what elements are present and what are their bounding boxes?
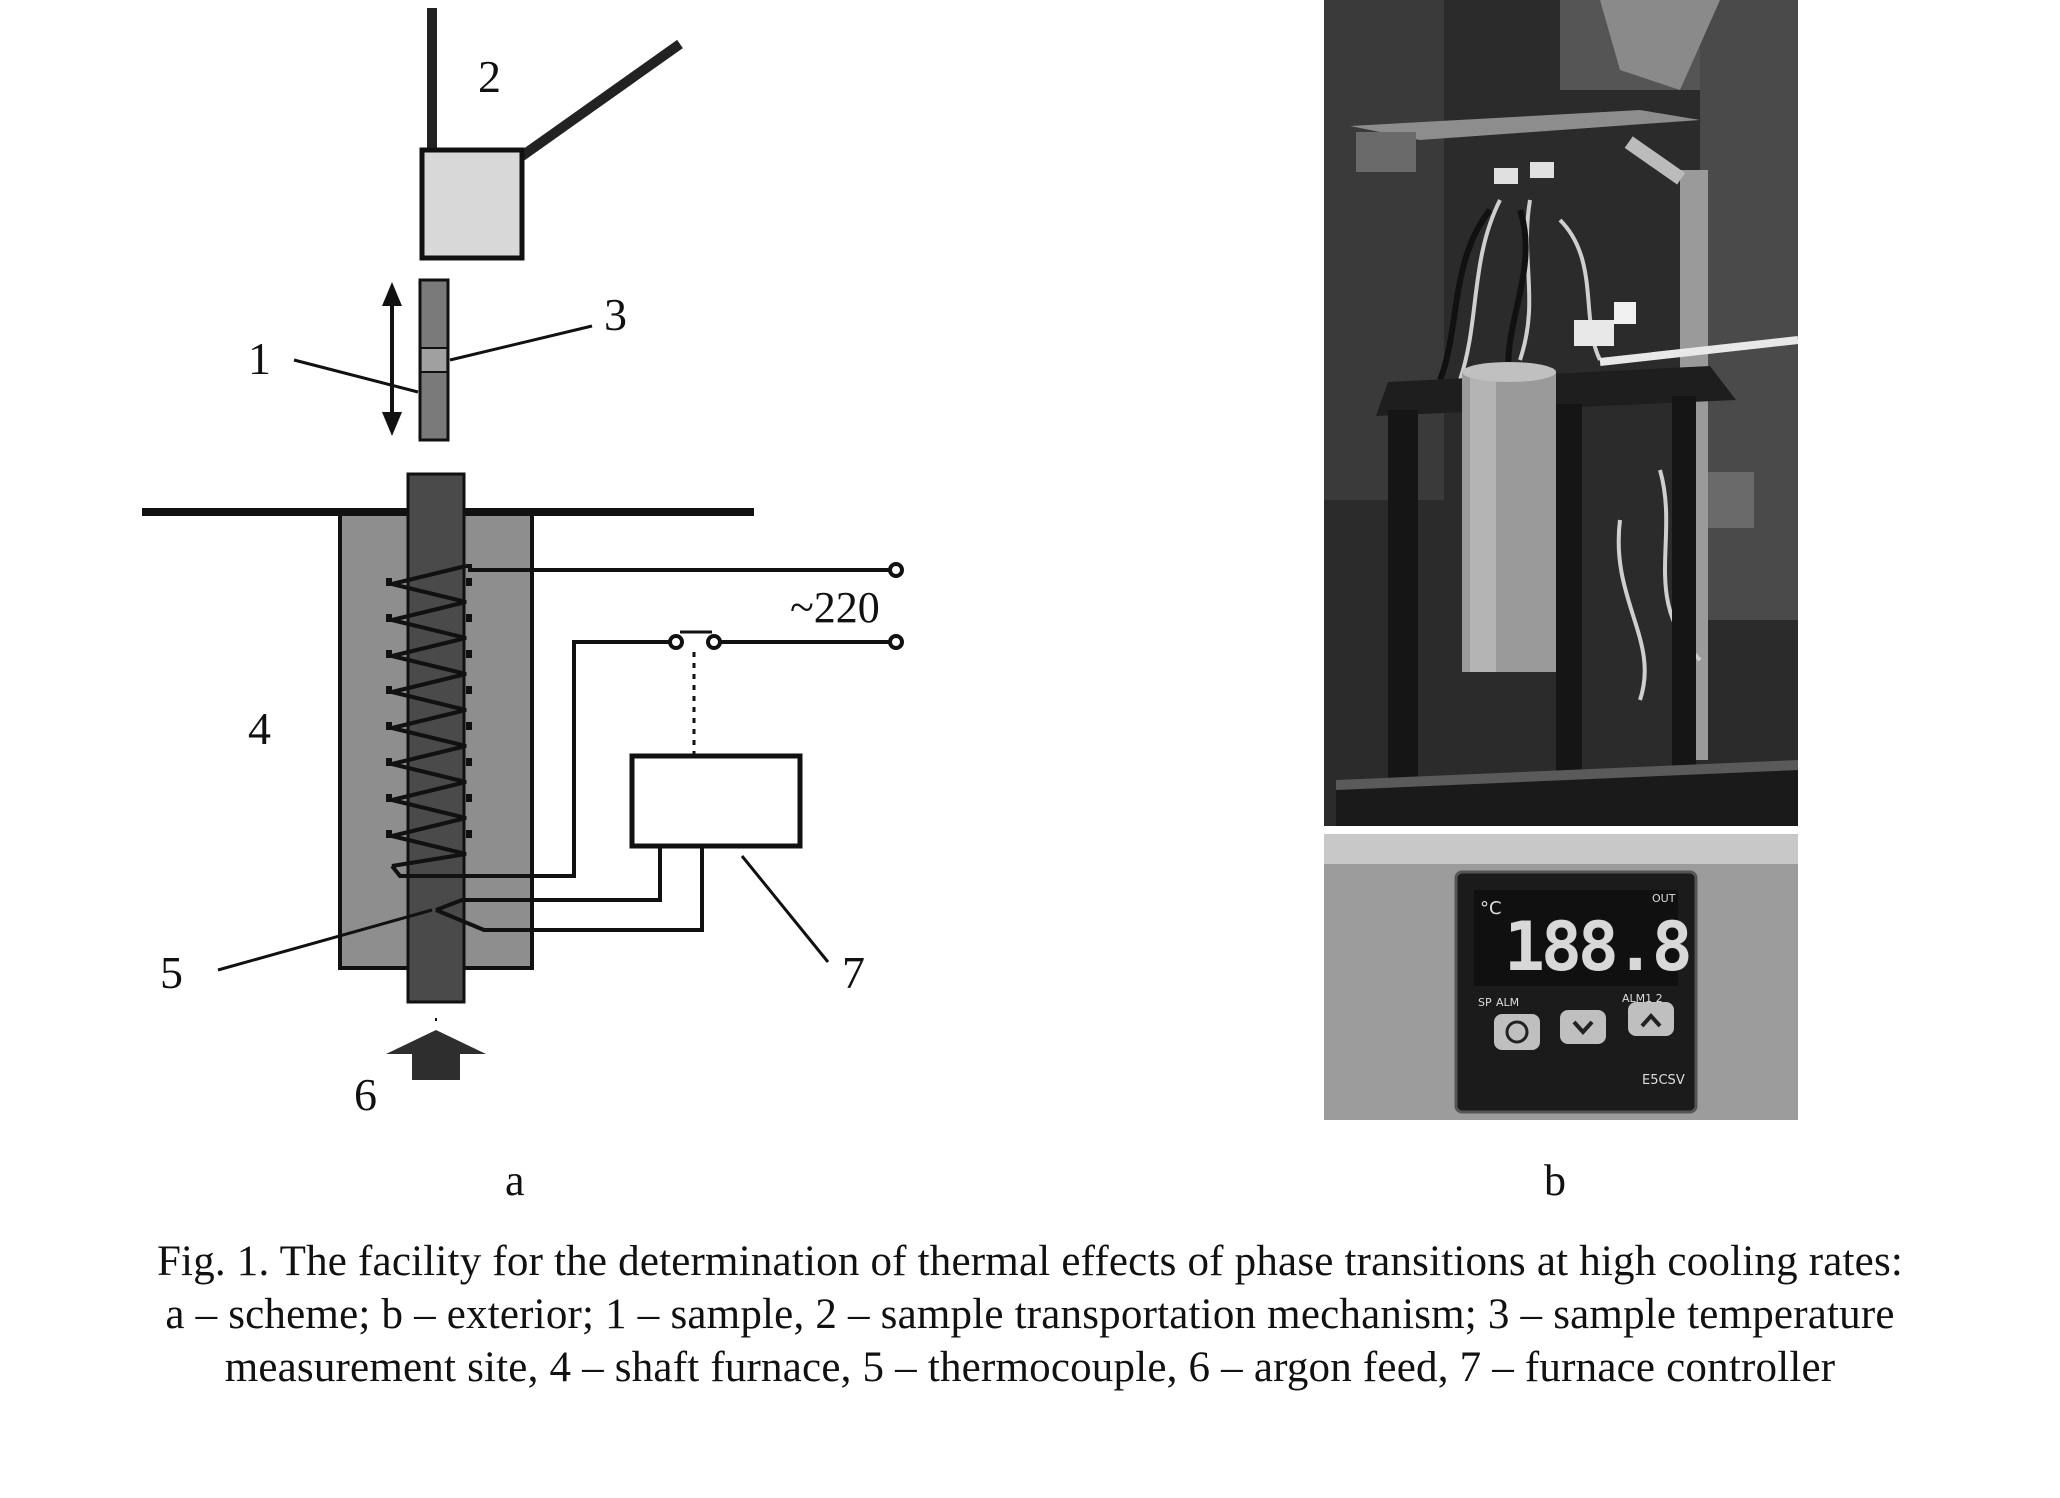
- subfigure-label-a: a: [505, 1156, 525, 1205]
- exterior-photo: °C OUT 188.8 SP ALM ALM1 2 E5CSV: [1324, 0, 1799, 1120]
- movement-double-arrow: [382, 282, 402, 436]
- label-voltage: ~220: [790, 583, 880, 632]
- display-alm-label: ALM: [1496, 996, 1519, 1009]
- coil-dots: [386, 578, 472, 838]
- label-transport: 2: [478, 51, 501, 102]
- subfigure-label-b: b: [1544, 1156, 1566, 1205]
- leader-lines: [217, 324, 830, 972]
- label-measurement-site: 3: [604, 289, 627, 340]
- controller-buttons: [1494, 1002, 1674, 1050]
- heater-coil: [391, 564, 467, 868]
- label-sample: 1: [248, 333, 271, 384]
- scheme-diagram: 1 2 3 4 5 6 7 ~220: [142, 8, 904, 1120]
- wiring: [390, 564, 896, 932]
- caption-line-3: measurement site, 4 – shaft furnace, 5 –…: [224, 1344, 1836, 1391]
- label-furnace: 4: [248, 703, 271, 754]
- transport-arm: [519, 39, 683, 161]
- caption-line-2: a – scheme; b – exterior; 1 – sample, 2 …: [165, 1291, 1895, 1338]
- measurement-site: [422, 349, 446, 371]
- label-argon: 6: [354, 1069, 377, 1120]
- controller-model: E5CSV: [1642, 1073, 1685, 1088]
- display-reading: 188.8: [1504, 908, 1689, 987]
- label-controller: 7: [842, 947, 865, 998]
- display-unit: °C: [1480, 898, 1502, 919]
- label-thermocouple: 5: [160, 947, 183, 998]
- argon-feed-arrow: [386, 1018, 486, 1080]
- display-sp-label: SP: [1478, 996, 1492, 1009]
- display-out-label: OUT: [1652, 892, 1676, 905]
- display-alm12-label: ALM1 2: [1622, 992, 1663, 1005]
- figure-caption: Fig. 1. The facility for the determinati…: [0, 1235, 2060, 1394]
- transport-mechanism-box: [419, 147, 525, 261]
- caption-line-1: Fig. 1. The facility for the determinati…: [156, 1238, 1904, 1285]
- furnace-controller-box: [629, 753, 803, 849]
